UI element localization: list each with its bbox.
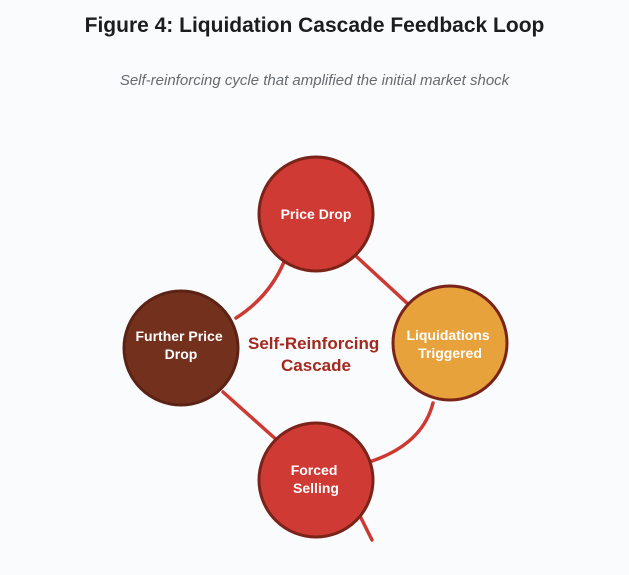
figure-subtitle: Self-reinforcing cycle that amplified th… <box>119 72 510 89</box>
edge-further-drop-to-price-drop <box>234 260 286 320</box>
node-further-price-drop-label-line1: Further Price <box>135 328 222 344</box>
node-liquidations-label-line2: Triggered <box>418 345 482 361</box>
node-forced-selling: Forced Selling <box>257 421 375 539</box>
edge-price-drop-to-liquidations <box>355 255 411 307</box>
figure-title: Figure 4: Liquidation Cascade Feedback L… <box>84 14 545 37</box>
node-further-price-drop-label-line2: Drop <box>165 346 198 362</box>
node-liquidations-triggered: Liquidations Triggered <box>391 284 509 402</box>
svg-text:Forced Selling: Forced Selling <box>291 462 342 496</box>
edge-forced-selling-to-further-drop <box>221 390 281 444</box>
center-label: Self-Reinforcing Cascade <box>248 334 384 375</box>
node-forced-selling-label-line2: Selling <box>293 480 339 496</box>
node-forced-selling-label-line1: Forced <box>291 462 338 478</box>
node-price-drop-label: Price Drop <box>281 206 352 222</box>
svg-text:Liquidations Triggered: Liquidations Triggered <box>406 327 493 361</box>
svg-text:Further Price Drop: Further Price Drop <box>135 328 226 362</box>
node-further-price-drop: Further Price Drop <box>122 289 240 407</box>
edges-layer <box>221 255 435 542</box>
node-price-drop: Price Drop <box>257 155 375 273</box>
svg-text:Price Drop: Price Drop <box>281 206 352 222</box>
edge-liquidations-to-forced-selling <box>364 401 435 465</box>
node-liquidations-label-line1: Liquidations <box>406 327 489 343</box>
